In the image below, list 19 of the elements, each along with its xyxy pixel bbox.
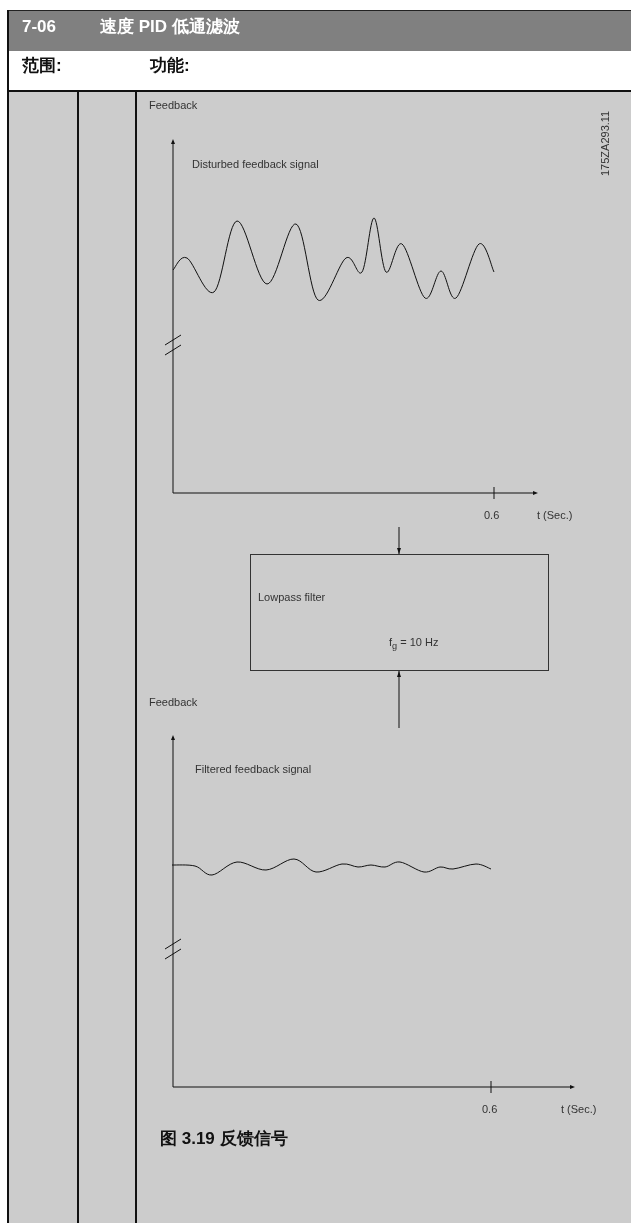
process-box <box>250 554 549 671</box>
arrow <box>397 670 401 729</box>
header-label: 功能: <box>150 56 190 77</box>
box-label: Lowpass filter <box>258 591 326 603</box>
chart-label: Filtered feedback signal <box>195 763 312 777</box>
drawing-number: 175ZA293.11 <box>599 110 612 176</box>
header-title: 速度 PID 低通滤波 <box>100 17 240 38</box>
chart-label: 0.6 <box>482 1103 498 1117</box>
box-label: f$_{g}$ = 10 Hz <box>389 636 439 652</box>
chart-label: Disturbed feedback signal <box>192 158 319 172</box>
header-label: 7-06 <box>22 17 57 38</box>
figure-caption: 图 3.19 反馈信号 <box>160 1129 288 1150</box>
chart-label: 0.6 <box>484 509 500 523</box>
chart-label: Feedback <box>149 99 198 113</box>
header-label: 范围: <box>22 56 62 77</box>
chart-label: Feedback <box>149 696 198 710</box>
chart-label: t (Sec.) <box>537 509 573 523</box>
chart-label: t (Sec.) <box>561 1103 597 1117</box>
arrow <box>397 526 401 555</box>
